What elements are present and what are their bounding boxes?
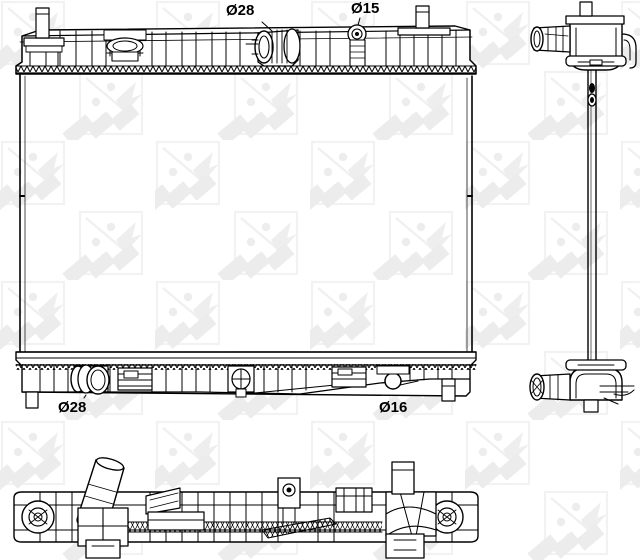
drain-port-16 — [376, 365, 410, 390]
top-mount-pin-right — [397, 5, 451, 36]
inlet-neck-28 — [245, 28, 301, 67]
dimension-label-bottom-drain: Ø16 — [379, 399, 408, 416]
plan-right-port — [430, 500, 464, 534]
side-outlet-neck — [529, 373, 571, 401]
plan-bracket-a — [145, 487, 181, 515]
plan-left-port — [21, 500, 55, 534]
side-core-boss — [587, 83, 597, 107]
plan-centre-block — [77, 507, 129, 559]
filler-port-15 — [347, 24, 367, 67]
dimension-label-top-port: Ø15 — [351, 0, 380, 17]
bottom-view — [13, 457, 479, 559]
side-inlet-neck — [530, 25, 571, 53]
plan-plate — [147, 511, 205, 531]
side-top-tank — [530, 1, 637, 71]
side-clip — [621, 33, 637, 69]
plan-tab-hole — [277, 477, 301, 525]
dimension-label-top-inlet: Ø28 — [226, 2, 255, 19]
plan-bracket-b — [335, 487, 373, 513]
side-bottom-tank — [529, 359, 635, 413]
outlet-neck-28 — [70, 364, 110, 395]
dimension-label-bottom-outlet: Ø28 — [58, 399, 87, 416]
top-tank — [15, 5, 477, 75]
top-tank-boss — [103, 29, 147, 62]
side-view — [529, 1, 637, 413]
plan-right-block — [385, 461, 437, 559]
bottom-bracket-left — [117, 367, 153, 391]
radiator-core — [19, 73, 473, 353]
bottom-tank — [15, 351, 477, 409]
bottom-plug — [227, 365, 255, 398]
front-view — [15, 5, 477, 409]
bottom-mount-pins — [25, 378, 456, 409]
bottom-bracket-right — [331, 366, 367, 388]
top-mount-pin-left — [23, 7, 65, 67]
